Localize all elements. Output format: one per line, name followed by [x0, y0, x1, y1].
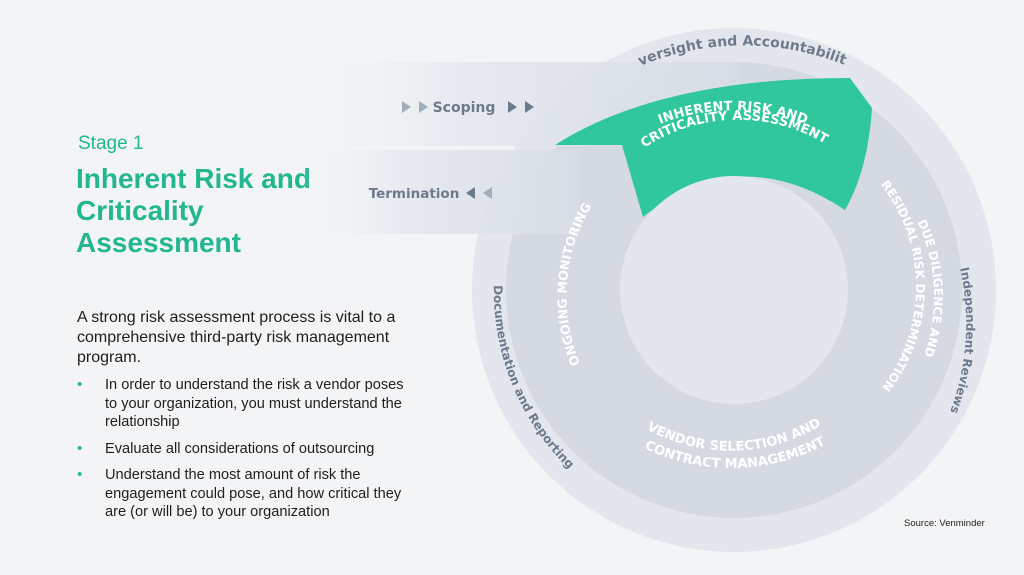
- double-arrow-right-icon: [402, 101, 411, 113]
- page-title: Inherent Risk and Criticality Assessment: [76, 163, 311, 258]
- bullet-text: Evaluate all considerations of outsourci…: [105, 440, 375, 457]
- list-item: • In order to understand the risk a vendo…: [77, 376, 407, 432]
- source-caption: Source: Venminder: [904, 518, 985, 529]
- list-item: • Evaluate all considerations of outsourc…: [77, 440, 407, 459]
- intro-paragraph: A strong risk assessment process is vita…: [77, 309, 396, 366]
- double-arrow-left-icon: [483, 187, 492, 199]
- stage-label: Stage 1: [78, 133, 144, 154]
- scoping-label: Scoping: [433, 100, 496, 116]
- bullet-icon: •: [77, 466, 83, 483]
- termination-arrow: Termination: [369, 186, 492, 202]
- termination-band: [300, 150, 580, 234]
- termination-label: Termination: [369, 186, 460, 202]
- bullet-list: • In order to understand the risk a vendo…: [77, 376, 407, 530]
- list-item: • Understand the most amount of risk the …: [77, 466, 407, 522]
- center-circle: [620, 176, 848, 404]
- double-arrow-right-icon: [419, 101, 428, 113]
- bullet-text: Understand the most amount of risk the e…: [105, 467, 402, 520]
- highlighted-segment: [555, 78, 872, 217]
- double-arrow-right-icon: [525, 101, 534, 113]
- double-arrow-left-icon: [466, 187, 475, 199]
- scoping-arrow: Scoping: [402, 100, 534, 116]
- double-arrow-right-icon: [508, 101, 517, 113]
- bullet-icon: •: [77, 439, 83, 457]
- bullet-icon: •: [77, 376, 83, 393]
- bullet-text: In order to understand the risk a vendor…: [105, 377, 404, 430]
